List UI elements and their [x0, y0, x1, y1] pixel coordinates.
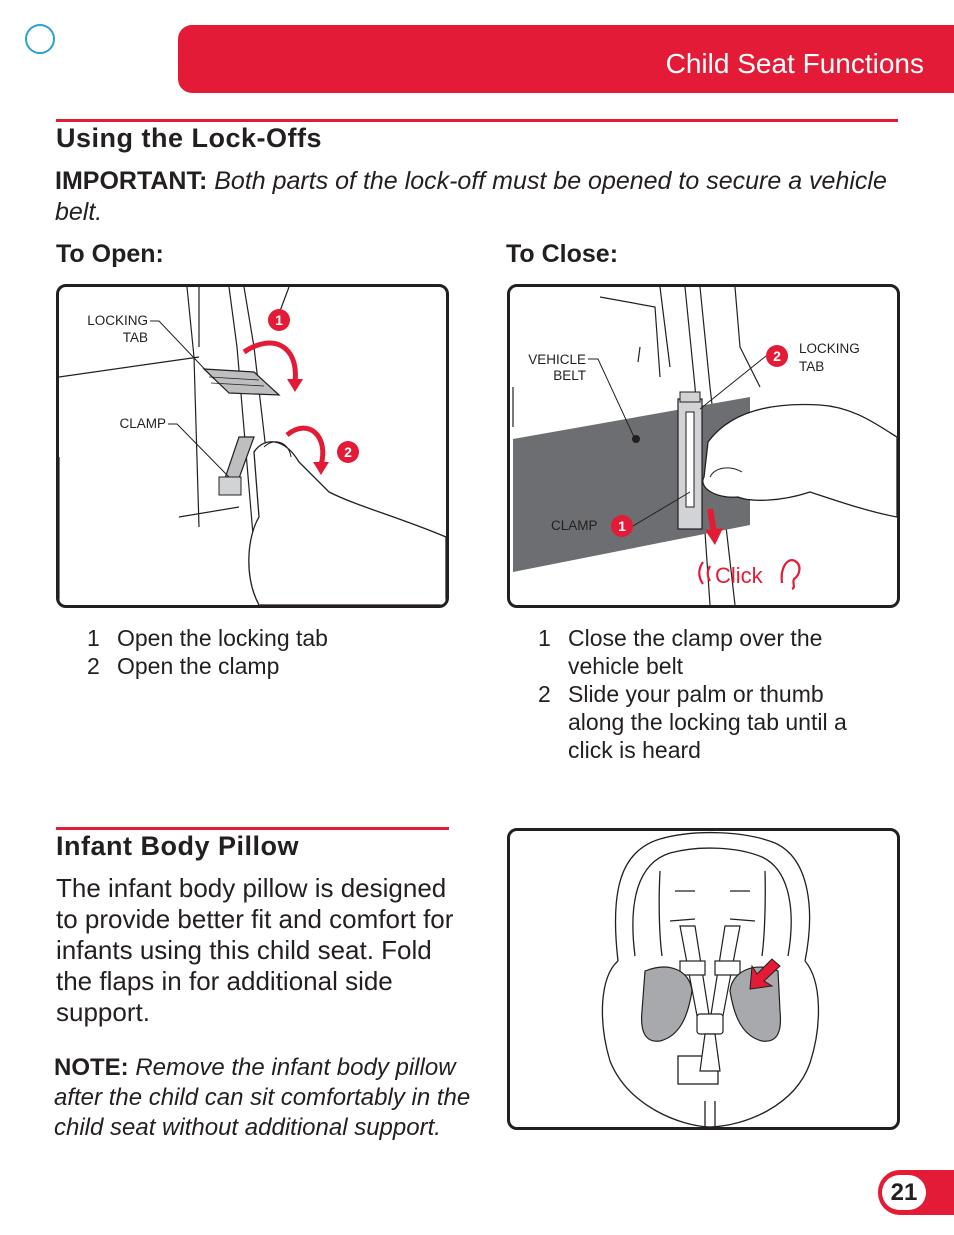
hand-illustration	[248, 441, 446, 605]
page-number-tab: 21	[878, 1170, 954, 1215]
badge-1-text: 1	[618, 518, 626, 534]
label-locking: LOCKING	[87, 313, 148, 328]
important-note: IMPORTANT: Both parts of the lock-off mu…	[55, 166, 915, 228]
badge-2-text: 2	[773, 348, 781, 364]
badge-2-text: 2	[344, 444, 352, 460]
label-locking: LOCKING	[799, 341, 860, 356]
section-rule	[56, 119, 898, 122]
badge-1-text: 1	[275, 312, 283, 328]
label-belt: BELT	[553, 368, 586, 383]
click-sound-icon: Click	[698, 559, 801, 590]
close-illustration: Click 2 1 VEHICLE BELT LOCKING TAB CLAMP	[507, 284, 900, 608]
corner-circle-icon	[25, 24, 55, 54]
to-close-title: To Close:	[506, 240, 619, 268]
open-illustration: 1 2 LOCKING TAB CLAMP	[56, 284, 449, 608]
label-tab: TAB	[799, 359, 824, 374]
important-label: IMPORTANT:	[55, 167, 208, 195]
pillow-note: NOTE: Remove the infant body pillow afte…	[54, 1053, 494, 1143]
arrow-1-icon	[242, 340, 298, 383]
important-text: Both parts of the lock-off must be opene…	[55, 167, 887, 226]
pointer-arrow-icon	[749, 958, 781, 990]
header-title: Child Seat Functions	[665, 48, 924, 79]
ear-icon	[780, 559, 801, 590]
label-clamp: CLAMP	[119, 416, 166, 431]
badge-1-icon: 1	[268, 309, 290, 331]
locking-tab-part	[202, 368, 281, 396]
label-clamp: CLAMP	[551, 518, 598, 533]
arrow-2-icon	[285, 425, 326, 466]
slide-arrow-icon	[707, 508, 717, 534]
click-text: Click	[715, 563, 764, 588]
clamp-part	[218, 436, 255, 496]
page-number: 21	[882, 1175, 926, 1210]
pillow-body-text: The infant body pillow is designed to pr…	[56, 873, 454, 1027]
section-title-pillow: Infant Body Pillow	[56, 831, 299, 861]
hand-illustration	[702, 403, 897, 518]
label-vehicle: VEHICLE	[528, 352, 586, 367]
badge-1-icon: 1	[611, 515, 633, 537]
label-tab: TAB	[123, 330, 148, 345]
section-rule	[56, 827, 449, 830]
section-title-lockoffs: Using the Lock-Offs	[56, 123, 323, 153]
badge-2-icon: 2	[337, 441, 359, 463]
header-bar: Child Seat Functions	[178, 25, 954, 93]
clamp-part	[677, 391, 703, 530]
badge-2-icon: 2	[766, 345, 788, 367]
to-open-title: To Open:	[56, 240, 164, 268]
note-text: Remove the infant body pillow after the …	[54, 1054, 471, 1141]
seat-illustration	[507, 828, 900, 1130]
note-label: NOTE:	[54, 1054, 129, 1081]
pillow-flap-left	[640, 966, 693, 1042]
